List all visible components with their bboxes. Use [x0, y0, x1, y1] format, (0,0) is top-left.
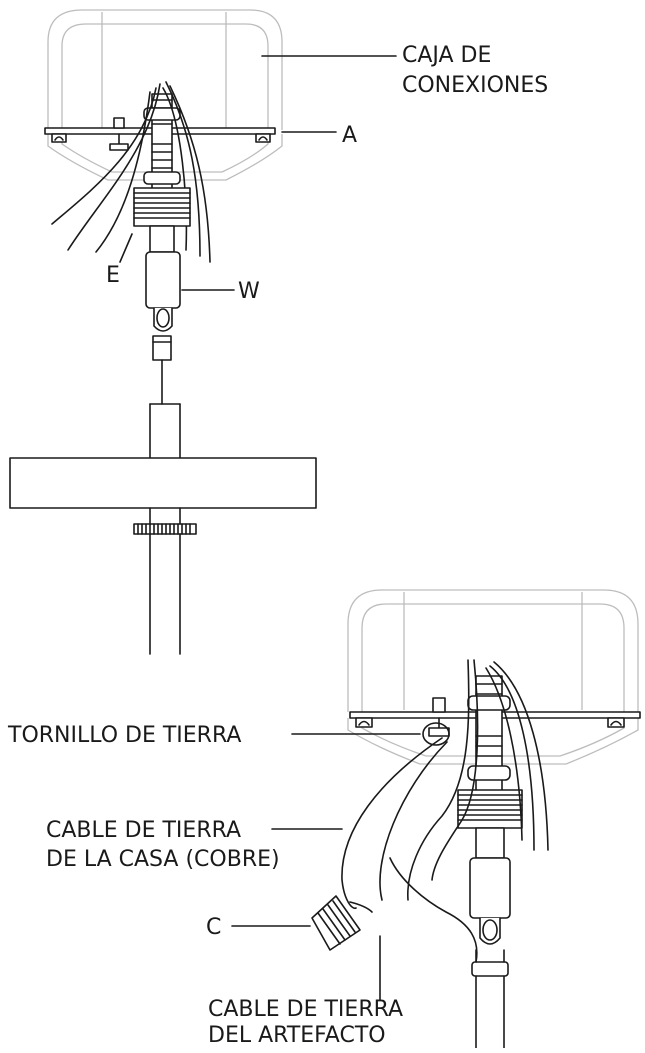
label-a: A	[342, 123, 357, 148]
e-leader	[119, 233, 133, 263]
label-c: C	[206, 915, 221, 940]
ground-wire-bundle	[341, 737, 478, 963]
top-canopy-collar	[133, 187, 191, 227]
label-w: W	[238, 279, 260, 304]
bottom-wires	[407, 659, 549, 901]
wire-nut	[311, 895, 373, 951]
ground-screw-detail	[422, 697, 450, 746]
house-ground-label-line2: DE LA CASA (COBRE)	[46, 847, 280, 872]
label-e: E	[106, 263, 120, 288]
fixture-ground-label-line1: CABLE DE TIERRA	[208, 997, 403, 1022]
fixture-ground-label-line2: DEL ARTEFACTO	[208, 1023, 386, 1048]
top-wires	[51, 81, 211, 263]
junction-box-label-line2: CONEXIONES	[402, 73, 548, 98]
top-swivel-joint	[145, 225, 181, 405]
house-ground-label-line1: CABLE DE TIERRA	[46, 818, 241, 843]
bottom-swivel-joint	[469, 827, 511, 1049]
pipe-and-canopy	[9, 403, 317, 655]
bottom-canopy-collar	[457, 789, 523, 829]
bottom-threaded-nipple	[467, 675, 511, 795]
ground-screw-label: TORNILLO DE TIERRA	[7, 723, 241, 748]
junction-box-label-line1: CAJA DE	[402, 43, 491, 68]
